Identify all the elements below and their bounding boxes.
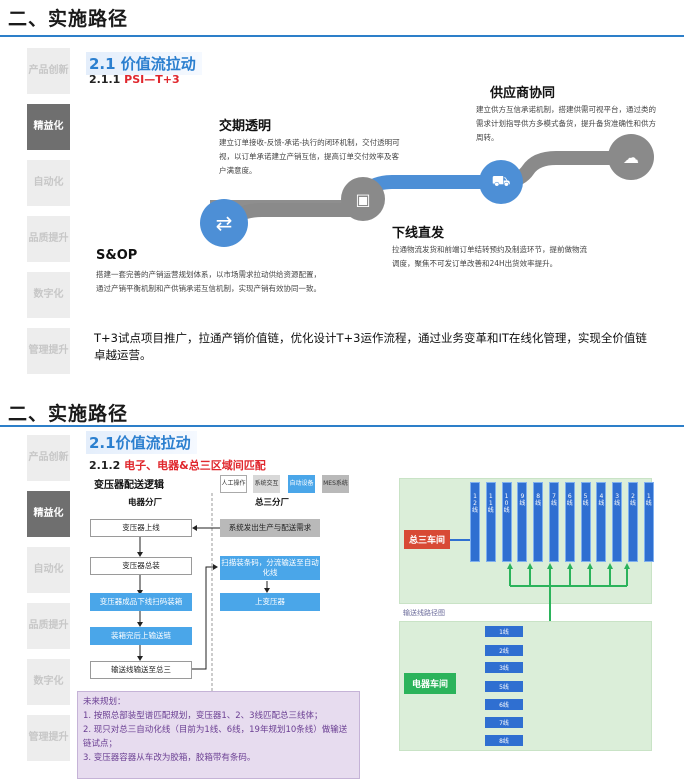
future-plan-line-3: 3. 变压器容器从车改为胶箱，胶箱带有条码。 bbox=[83, 753, 256, 763]
nav-item-quality[interactable]: 品质提升 bbox=[27, 603, 70, 649]
exchange-icon: ⇄ bbox=[200, 199, 248, 247]
subheading: 2.1.1 PSI—T+3 bbox=[89, 73, 180, 86]
subheading-number: 2.1.1 bbox=[89, 73, 121, 86]
step-system-demand: 系统发出生产与配送需求 bbox=[220, 519, 320, 537]
step-to-conveyor: 装箱完后上输送链 bbox=[90, 627, 192, 645]
subheading-number: 2.1.2 bbox=[89, 459, 121, 472]
stage-title-supplier: 供应商协同 bbox=[490, 86, 556, 101]
nav-item-lean[interactable]: 精益化 bbox=[27, 491, 70, 537]
nav-item-management[interactable]: 管理提升 bbox=[27, 328, 70, 374]
route-map-label: 输送线路径图 bbox=[403, 609, 445, 617]
future-plan-title: 未来规划： bbox=[83, 697, 126, 707]
legend-auto: 自动设备 bbox=[288, 475, 315, 493]
column-zong3: 总三分厂 bbox=[255, 498, 290, 508]
heading-value-stream: 2.1 价值流拉动 bbox=[86, 52, 202, 75]
step-scan-divert: 扫描装条码，分流输送至自动化线 bbox=[220, 556, 320, 580]
stage-text-sop: 搭建一套完善的产销运营规划体系，以市场需求拉动供给资源配置，通过产销平衡机制和产… bbox=[96, 270, 321, 293]
truck-icon: ⛟ bbox=[479, 160, 523, 204]
stage-title-production: 下线直发 bbox=[392, 226, 445, 241]
cloud-icon: ☁ bbox=[608, 134, 654, 180]
nav-item-lean[interactable]: 精益化 bbox=[27, 104, 70, 150]
summary-text: T+3试点项目推广，拉通产销价值链，优化设计T+3运作流程，通过业务变革和IT在… bbox=[94, 331, 647, 362]
legend-manual: 人工操作 bbox=[220, 475, 247, 493]
dianqi-line-8: 8线 bbox=[485, 735, 523, 746]
stage-text-supplier: 建立供方互信承诺机制，搭建供需可视平台，通过类的需求计划指导供方多模式备货，提升… bbox=[476, 105, 656, 142]
dianqi-line-5: 5线 bbox=[485, 681, 523, 692]
subheading: 2.1.2 电子、电器&总三区域间匹配 bbox=[89, 457, 266, 473]
title-underline bbox=[0, 35, 684, 37]
heading-value-stream: 2.1价值流拉动 bbox=[86, 431, 197, 454]
future-plan-line-2: 2. 现只对总三自动化线（目前为1线、6线，19年规划10条线）做输送链试点； bbox=[83, 725, 348, 749]
dianqi-line-1: 1线 bbox=[485, 626, 523, 637]
section-title: 二、实施路径 bbox=[8, 403, 129, 425]
stage-title-delivery: 交期透明 bbox=[219, 119, 272, 134]
legend-mes: MES系统 bbox=[322, 475, 349, 493]
subheading-topic: 电子、电器&总三区域间匹配 bbox=[124, 459, 266, 472]
slide-psi: 二、实施路径 产品创新 精益化 自动化 品质提升 数字化 管理提升 2.1 价值… bbox=[0, 0, 684, 390]
nav-item-product[interactable]: 产品创新 bbox=[27, 435, 70, 481]
nav-item-digital[interactable]: 数字化 bbox=[27, 272, 70, 318]
slide-transformer-matching: 二、实施路径 产品创新 精益化 自动化 品质提升 数字化 管理提升 2.1价值流… bbox=[0, 395, 684, 783]
column-divider bbox=[137, 493, 270, 691]
dianqi-line-3: 3线 bbox=[485, 662, 523, 673]
dianqi-workshop-label: 电器车间 bbox=[404, 673, 456, 694]
stage-title-sop: S&OP bbox=[96, 248, 138, 263]
subheading-topic: PSI—T+3 bbox=[124, 73, 180, 86]
dianqi-line-6: 6线 bbox=[485, 699, 523, 710]
nav-item-digital[interactable]: 数字化 bbox=[27, 659, 70, 705]
step-mount-transformer: 上变压器 bbox=[220, 593, 320, 611]
column-dianqi: 电器分厂 bbox=[128, 498, 163, 508]
legend-system: 系统交互 bbox=[253, 475, 280, 493]
title-underline bbox=[0, 425, 684, 427]
step-convey-zong3: 输送线输送至总三 bbox=[90, 661, 192, 679]
nav-item-quality[interactable]: 品质提升 bbox=[27, 216, 70, 262]
monitor-icon: ▣ bbox=[341, 177, 385, 221]
nav-item-automation[interactable]: 自动化 bbox=[27, 547, 70, 593]
section-title: 二、实施路径 bbox=[8, 8, 129, 30]
stage-text-production: 拉通物流发货和前端订单结转预约及制造环节，提前做物流调度，聚焦不可发订单改善和2… bbox=[392, 245, 587, 268]
stage-text-delivery: 建立订单接收-反馈-承诺-执行的闭环机制，交付透明可视，以订单承诺建立产销互信，… bbox=[219, 138, 400, 175]
nav-item-automation[interactable]: 自动化 bbox=[27, 160, 70, 206]
step-transformer-assembly: 变压器总装 bbox=[90, 557, 192, 575]
step-scan-pack: 变压器成品下线扫码装箱 bbox=[90, 593, 192, 611]
step-transformer-online: 变压器上线 bbox=[90, 519, 192, 537]
zong3-workshop-label: 总三车间 bbox=[404, 530, 450, 549]
future-plan-box: 未来规划： 1. 按照总部装型谱匹配规划，变压器1、2、3线匹配总三线体； 2.… bbox=[77, 691, 360, 779]
dianqi-line-7: 7线 bbox=[485, 717, 523, 728]
nav-item-management[interactable]: 管理提升 bbox=[27, 715, 70, 761]
flow-title: 变压器配送逻辑 bbox=[94, 480, 164, 491]
future-plan-line-1: 1. 按照总部装型谱匹配规划，变压器1、2、3线匹配总三线体； bbox=[83, 711, 323, 721]
nav-item-product[interactable]: 产品创新 bbox=[27, 48, 70, 94]
dianqi-line-2: 2线 bbox=[485, 645, 523, 656]
